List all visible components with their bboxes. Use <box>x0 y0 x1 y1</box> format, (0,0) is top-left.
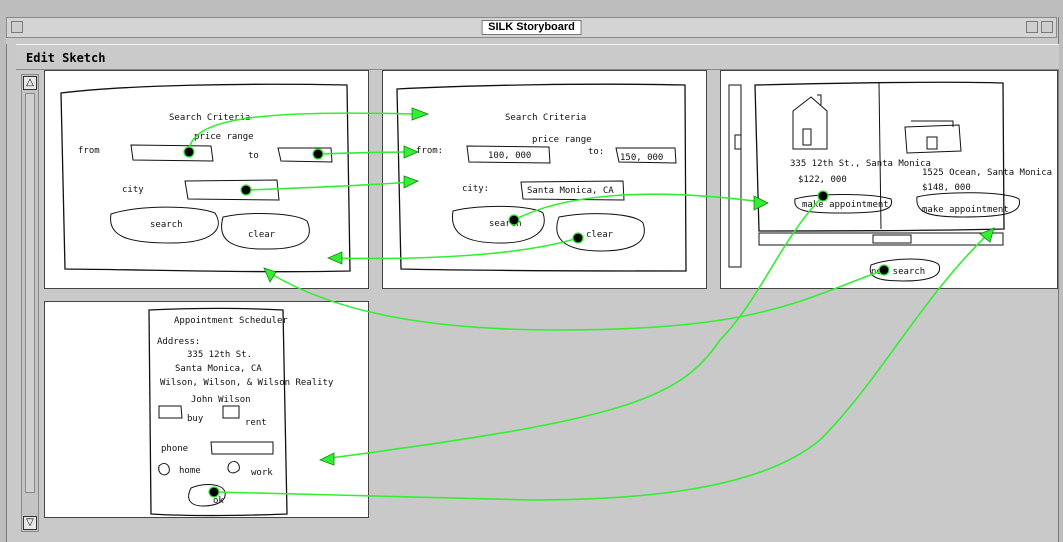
city-label: city <box>122 185 144 195</box>
agency-name: Wilson, Wilson, & Wilson Reality <box>160 378 334 388</box>
from-value-field[interactable]: 100, 000 <box>488 151 532 161</box>
city-label: city: <box>462 184 490 194</box>
title-bar[interactable]: SILK Storyboard <box>6 17 1057 38</box>
maximize-button[interactable] <box>1041 21 1053 33</box>
listing-2-address: 1525 Ocean, Santa Monica <box>922 168 1053 178</box>
clear-button[interactable]: clear <box>586 230 614 240</box>
clear-button[interactable]: clear <box>248 230 276 240</box>
home-radio-label[interactable]: home <box>179 466 201 476</box>
new-search-button[interactable]: new search <box>871 267 926 277</box>
storyboard-card-search-blank[interactable]: Search Criteria price range from to city… <box>44 70 369 289</box>
search-button[interactable]: search <box>150 220 183 230</box>
vertical-scrollbar[interactable]: △ ▽ <box>21 74 39 532</box>
scroll-up-arrow-icon[interactable]: △ <box>23 76 37 90</box>
search-button[interactable]: search <box>489 219 522 229</box>
listing-1-address: 335 12th St., Santa Monica <box>790 159 931 169</box>
price-range-label: price range <box>532 135 592 145</box>
price-range-label: price range <box>194 132 254 142</box>
search-criteria-title: Search Criteria <box>505 113 587 123</box>
listing-2-price: $148, 000 <box>922 183 971 193</box>
to-label: to: <box>588 147 605 157</box>
menu-bar: Edit Sketch <box>16 44 1059 70</box>
window-title: SILK Storyboard <box>481 20 582 35</box>
storyboard-card-results[interactable]: 335 12th St., Santa Monica $122, 000 mak… <box>720 70 1058 289</box>
window-menu-button[interactable] <box>11 21 23 33</box>
card-sketch-strokes <box>396 83 687 272</box>
minimize-button[interactable] <box>1026 21 1038 33</box>
listing-2-make-appointment-button[interactable]: make appointment <box>922 205 1009 215</box>
rent-checkbox-label[interactable]: rent <box>245 418 267 428</box>
from-label: from: <box>416 146 444 156</box>
address-city: Santa Monica, CA <box>175 364 262 374</box>
from-label: from <box>78 146 100 156</box>
card-sketch-strokes <box>148 307 288 517</box>
edit-sketch-menu[interactable]: Edit Sketch <box>26 51 106 65</box>
phone-label: phone <box>161 444 189 454</box>
search-criteria-title: Search Criteria <box>169 113 251 123</box>
to-value-field[interactable]: 150, 000 <box>620 153 664 163</box>
card-sketch-strokes <box>60 83 351 273</box>
card-sketch-strokes <box>728 81 1021 282</box>
city-value-field[interactable]: Santa Monica, CA <box>527 186 614 196</box>
work-radio-label[interactable]: work <box>251 468 273 478</box>
buy-checkbox-label[interactable]: buy <box>187 414 204 424</box>
scroll-down-arrow-icon[interactable]: ▽ <box>23 516 37 530</box>
appointment-scheduler-title: Appointment Scheduler <box>174 316 288 326</box>
to-label: to <box>248 151 259 161</box>
ok-button[interactable]: ok <box>213 496 224 506</box>
agent-name: John Wilson <box>191 395 251 405</box>
storyboard-card-appointment[interactable]: Appointment Scheduler Address: 335 12th … <box>44 301 369 518</box>
listing-1-price: $122, 000 <box>798 175 847 185</box>
address-street: 335 12th St. <box>187 350 253 360</box>
listing-1-make-appointment-button[interactable]: make appointment <box>802 200 889 210</box>
storyboard-card-search-filled[interactable]: Search Criteria price range from: 100, 0… <box>382 70 707 289</box>
address-label: Address: <box>157 337 201 347</box>
window-frame-top <box>6 38 1057 44</box>
scroll-thumb[interactable] <box>25 93 35 493</box>
